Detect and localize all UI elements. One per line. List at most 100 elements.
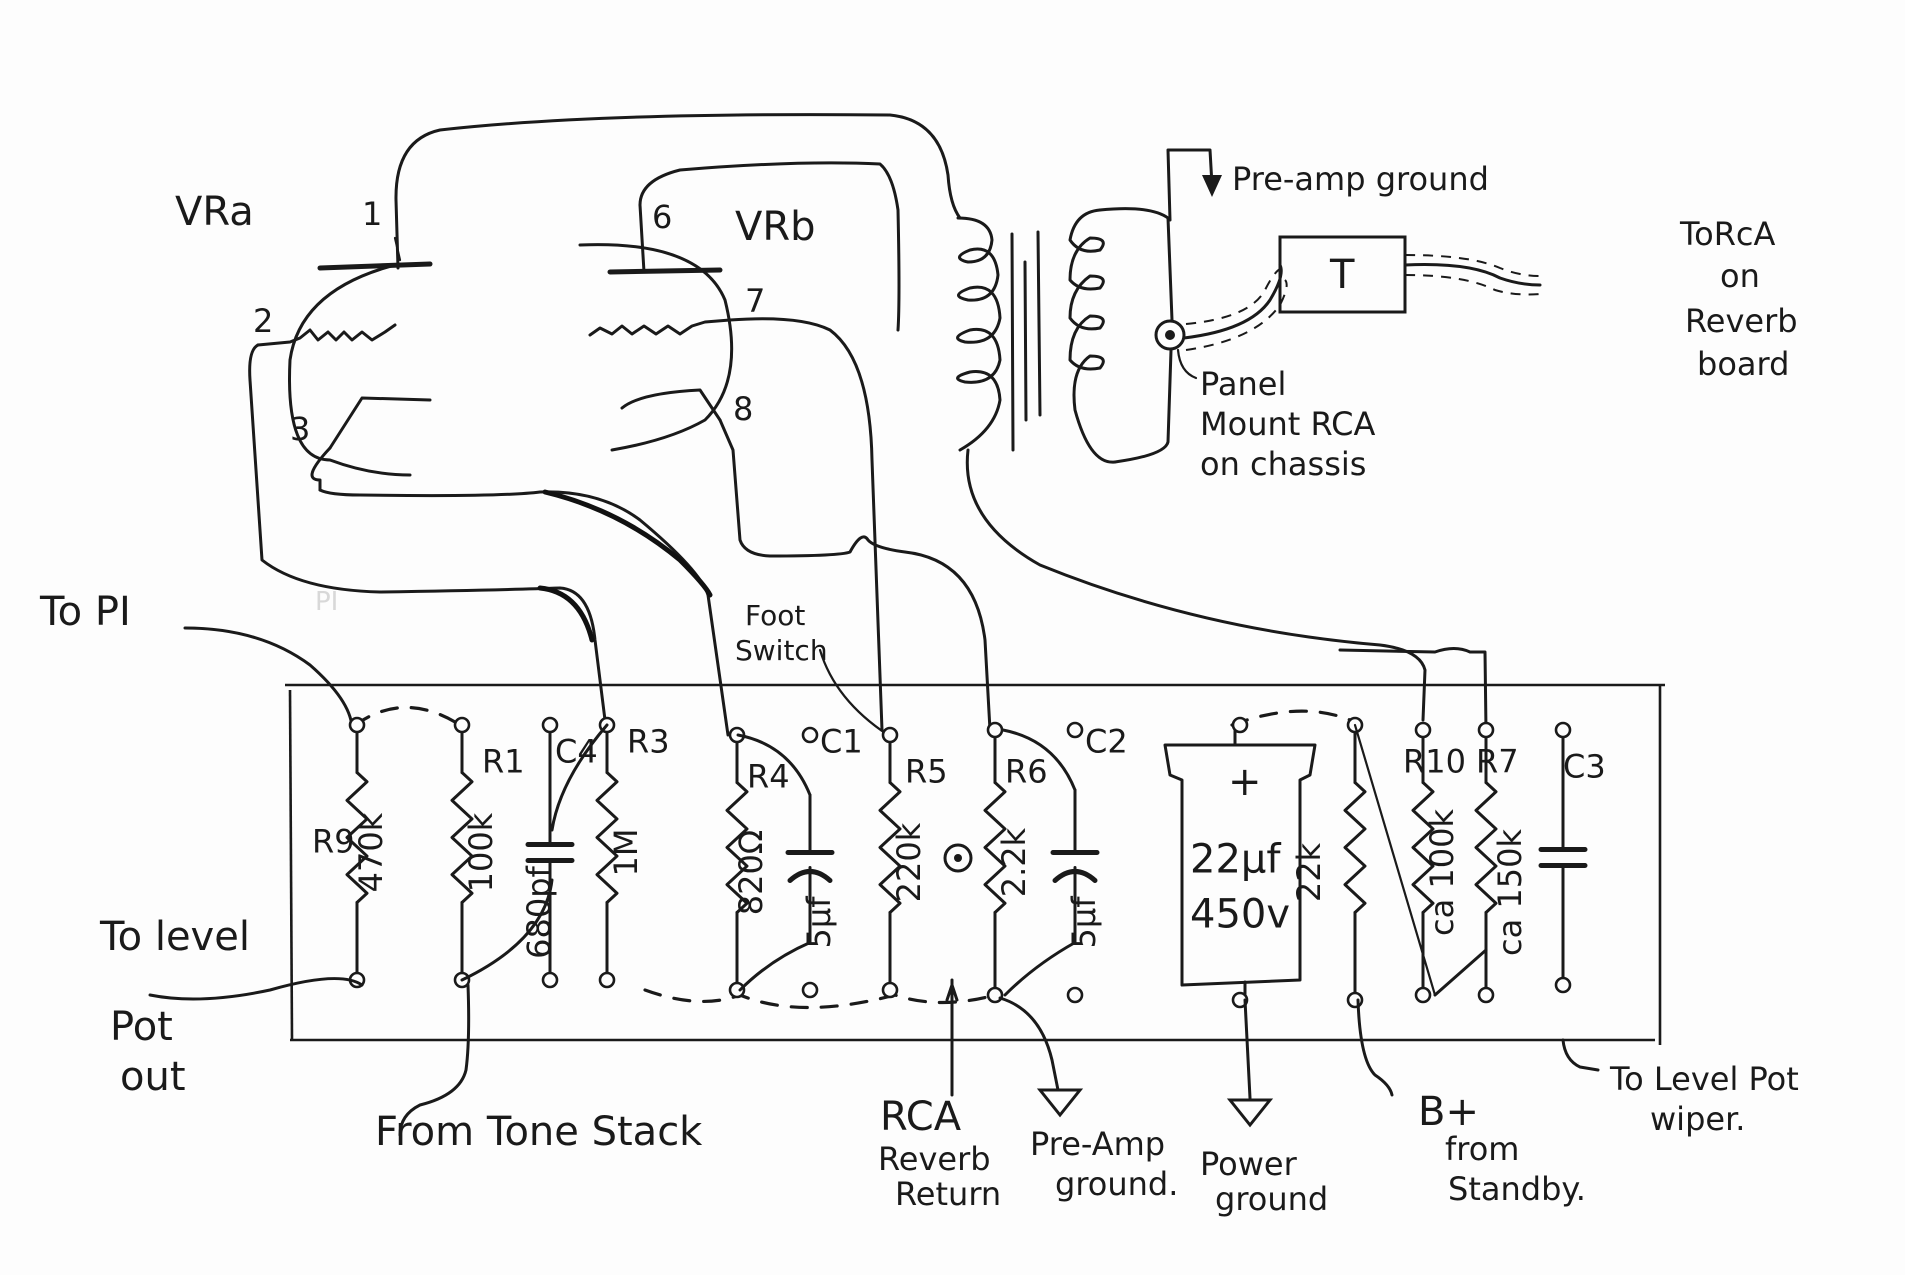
panel-rca-jack: Panel Mount RCA on chassis [1154, 263, 1375, 483]
solder-pad-top [1554, 721, 1572, 739]
wire-pin3-to-r4 [318, 488, 730, 737]
solder-pad-top [986, 721, 1004, 739]
rca-to-jack-wire [1182, 263, 1283, 340]
component-value-label: 100k [462, 812, 500, 892]
component-ref-label: R6 [1005, 753, 1048, 791]
vra-pin-3: 3 [290, 410, 310, 448]
component-r6: R62.2k [983, 721, 1048, 1004]
solder-pad-bottom [541, 971, 559, 989]
component-value-label: 22k [1290, 842, 1328, 902]
plug-label: T [1329, 252, 1355, 298]
ecap-lead-in [736, 733, 812, 797]
transformer-primary-coil [956, 216, 1002, 452]
cable-shield-1 [1404, 254, 1541, 277]
wire-to-pi [183, 626, 354, 729]
dashed-ground-bus [643, 988, 997, 1010]
solder-pad-top [801, 726, 819, 744]
wire-footswitch [818, 648, 890, 737]
component-value-label: 5µf [800, 896, 838, 949]
wire-r7-to-junction [1433, 948, 1488, 997]
panel-label-line3: on chassis [1200, 445, 1366, 483]
component-value-label: 470k [352, 812, 390, 892]
shield-line-2 [1185, 279, 1288, 351]
component-ref-label: C1 [820, 723, 863, 761]
to-rca-line1: ToRcA [1679, 215, 1776, 253]
component-ref-label: C3 [1563, 748, 1606, 786]
wire-level-pot-wiper [1561, 1038, 1600, 1072]
vra-pin-1: 1 [362, 195, 382, 233]
footswitch-label-line1: Foot [745, 599, 805, 632]
wire-c4-top-diagonal [550, 723, 609, 832]
rca-cable-plug: T ToRcA on Reverb board [1278, 215, 1798, 383]
component-ref-label: R1 [482, 743, 525, 781]
component-ref-label: R7 [1476, 743, 1519, 781]
resistor-zigzag-icon [878, 781, 902, 914]
wire-c4-bottom-diagonal [460, 878, 554, 982]
to-rca-line3: Reverb [1685, 302, 1798, 340]
ecap-lead-bottom [1003, 866, 1077, 997]
dashed-link-r9-r1 [353, 706, 462, 727]
rca-return-line1: RCA [880, 1094, 962, 1140]
wire-from-tone-stack [398, 983, 471, 1137]
preamp-ground-label: Pre-amp ground [1232, 160, 1489, 198]
transformer-core-3 [1036, 230, 1042, 417]
wire-pin2-heavy-segment [537, 585, 595, 643]
resistor-zigzag-icon [725, 781, 749, 914]
resistor-zigzag-icon [595, 771, 619, 904]
vra-cathode-lead [310, 446, 332, 492]
ecap-lead-bottom [738, 866, 812, 992]
to-rca-line2: on [1720, 257, 1760, 295]
filter-cap-body [1163, 743, 1317, 987]
cable-shield-2 [1404, 274, 1541, 296]
preamp-ground-top: Pre-amp ground [1166, 148, 1489, 222]
component-c3: C3 [1538, 721, 1606, 994]
vrb-plate [607, 267, 723, 275]
solder-pad-bottom [1346, 991, 1364, 1009]
component-value-label: ca 100k [1423, 809, 1461, 936]
bplus-line1: B+ [1418, 1089, 1479, 1135]
solder-pad-bottom [1066, 986, 1084, 1004]
level-wiper-line1: To Level Pot [1609, 1060, 1799, 1098]
preamp-ground-symbol-icon [1036, 1088, 1084, 1118]
vra-plate [317, 261, 433, 271]
preamp-ground-line1: Pre-Amp [1030, 1125, 1165, 1163]
wire-bplus [1356, 998, 1394, 1097]
shield-line-1 [1185, 267, 1283, 325]
component-value-label: 820Ω [732, 830, 770, 916]
ghost-mark-pi: PI [315, 587, 338, 617]
wire-power-ground [1243, 998, 1252, 1100]
transformer-core-2 [1023, 260, 1028, 422]
resistor-zigzag-icon [1474, 781, 1498, 914]
filter-cap-value-line2: 450v [1190, 892, 1290, 938]
component-ref-label: R4 [747, 758, 790, 796]
component-c1: C1 5µf [736, 723, 863, 999]
cable-core [1403, 263, 1542, 287]
solder-pad-bottom [598, 971, 616, 989]
solder-pad-top [348, 716, 366, 734]
wire-pin8-to-r6 [718, 418, 992, 732]
component-ref-label: R3 [627, 723, 670, 761]
solder-pad-top [541, 716, 559, 734]
bplus-line3: Standby. [1448, 1170, 1586, 1208]
power-ground-symbol-icon [1226, 1098, 1274, 1128]
wire-pin1-to-transformer [394, 113, 962, 220]
transformer-core-1 [1010, 232, 1015, 452]
filter-cap-polarity: + [1228, 759, 1262, 805]
solder-pad-top [1231, 716, 1249, 734]
board-components: R9470kR1100kC4680pfR31MR4820ΩC15µfR5220k… [312, 716, 1606, 1009]
resistor-zigzag-icon [983, 781, 1007, 914]
wire-22k-to-r10-junction [1353, 723, 1437, 997]
vrb-cathode [620, 388, 722, 422]
solder-pad-bottom [801, 981, 819, 999]
resistor-zigzag-icon [450, 771, 474, 904]
board-left-edge [288, 689, 294, 1041]
rca-jack-center-icon [1165, 330, 1175, 340]
transformer-secondary-return [1098, 207, 1174, 464]
from-tone-stack-label: From Tone Stack [375, 1109, 703, 1155]
component-ref-label: R10 [1403, 743, 1466, 781]
